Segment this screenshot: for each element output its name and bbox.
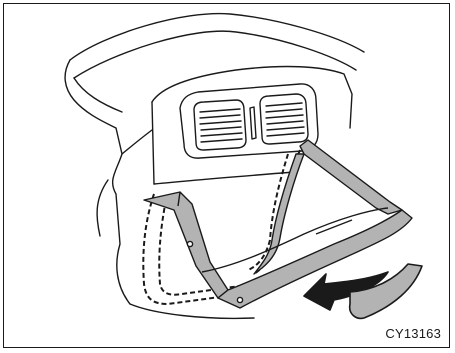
push-direction-arrow [304,264,422,318]
console-rear-panel [152,67,352,128]
figure-code-label: CY13163 [385,326,441,341]
console-left-side [65,60,130,304]
left-air-vent [194,100,246,150]
figure-frame: CY13163 [3,3,450,348]
console-top-inner [74,31,356,78]
console-tray-illustration [4,4,451,349]
right-air-vent [260,94,308,144]
